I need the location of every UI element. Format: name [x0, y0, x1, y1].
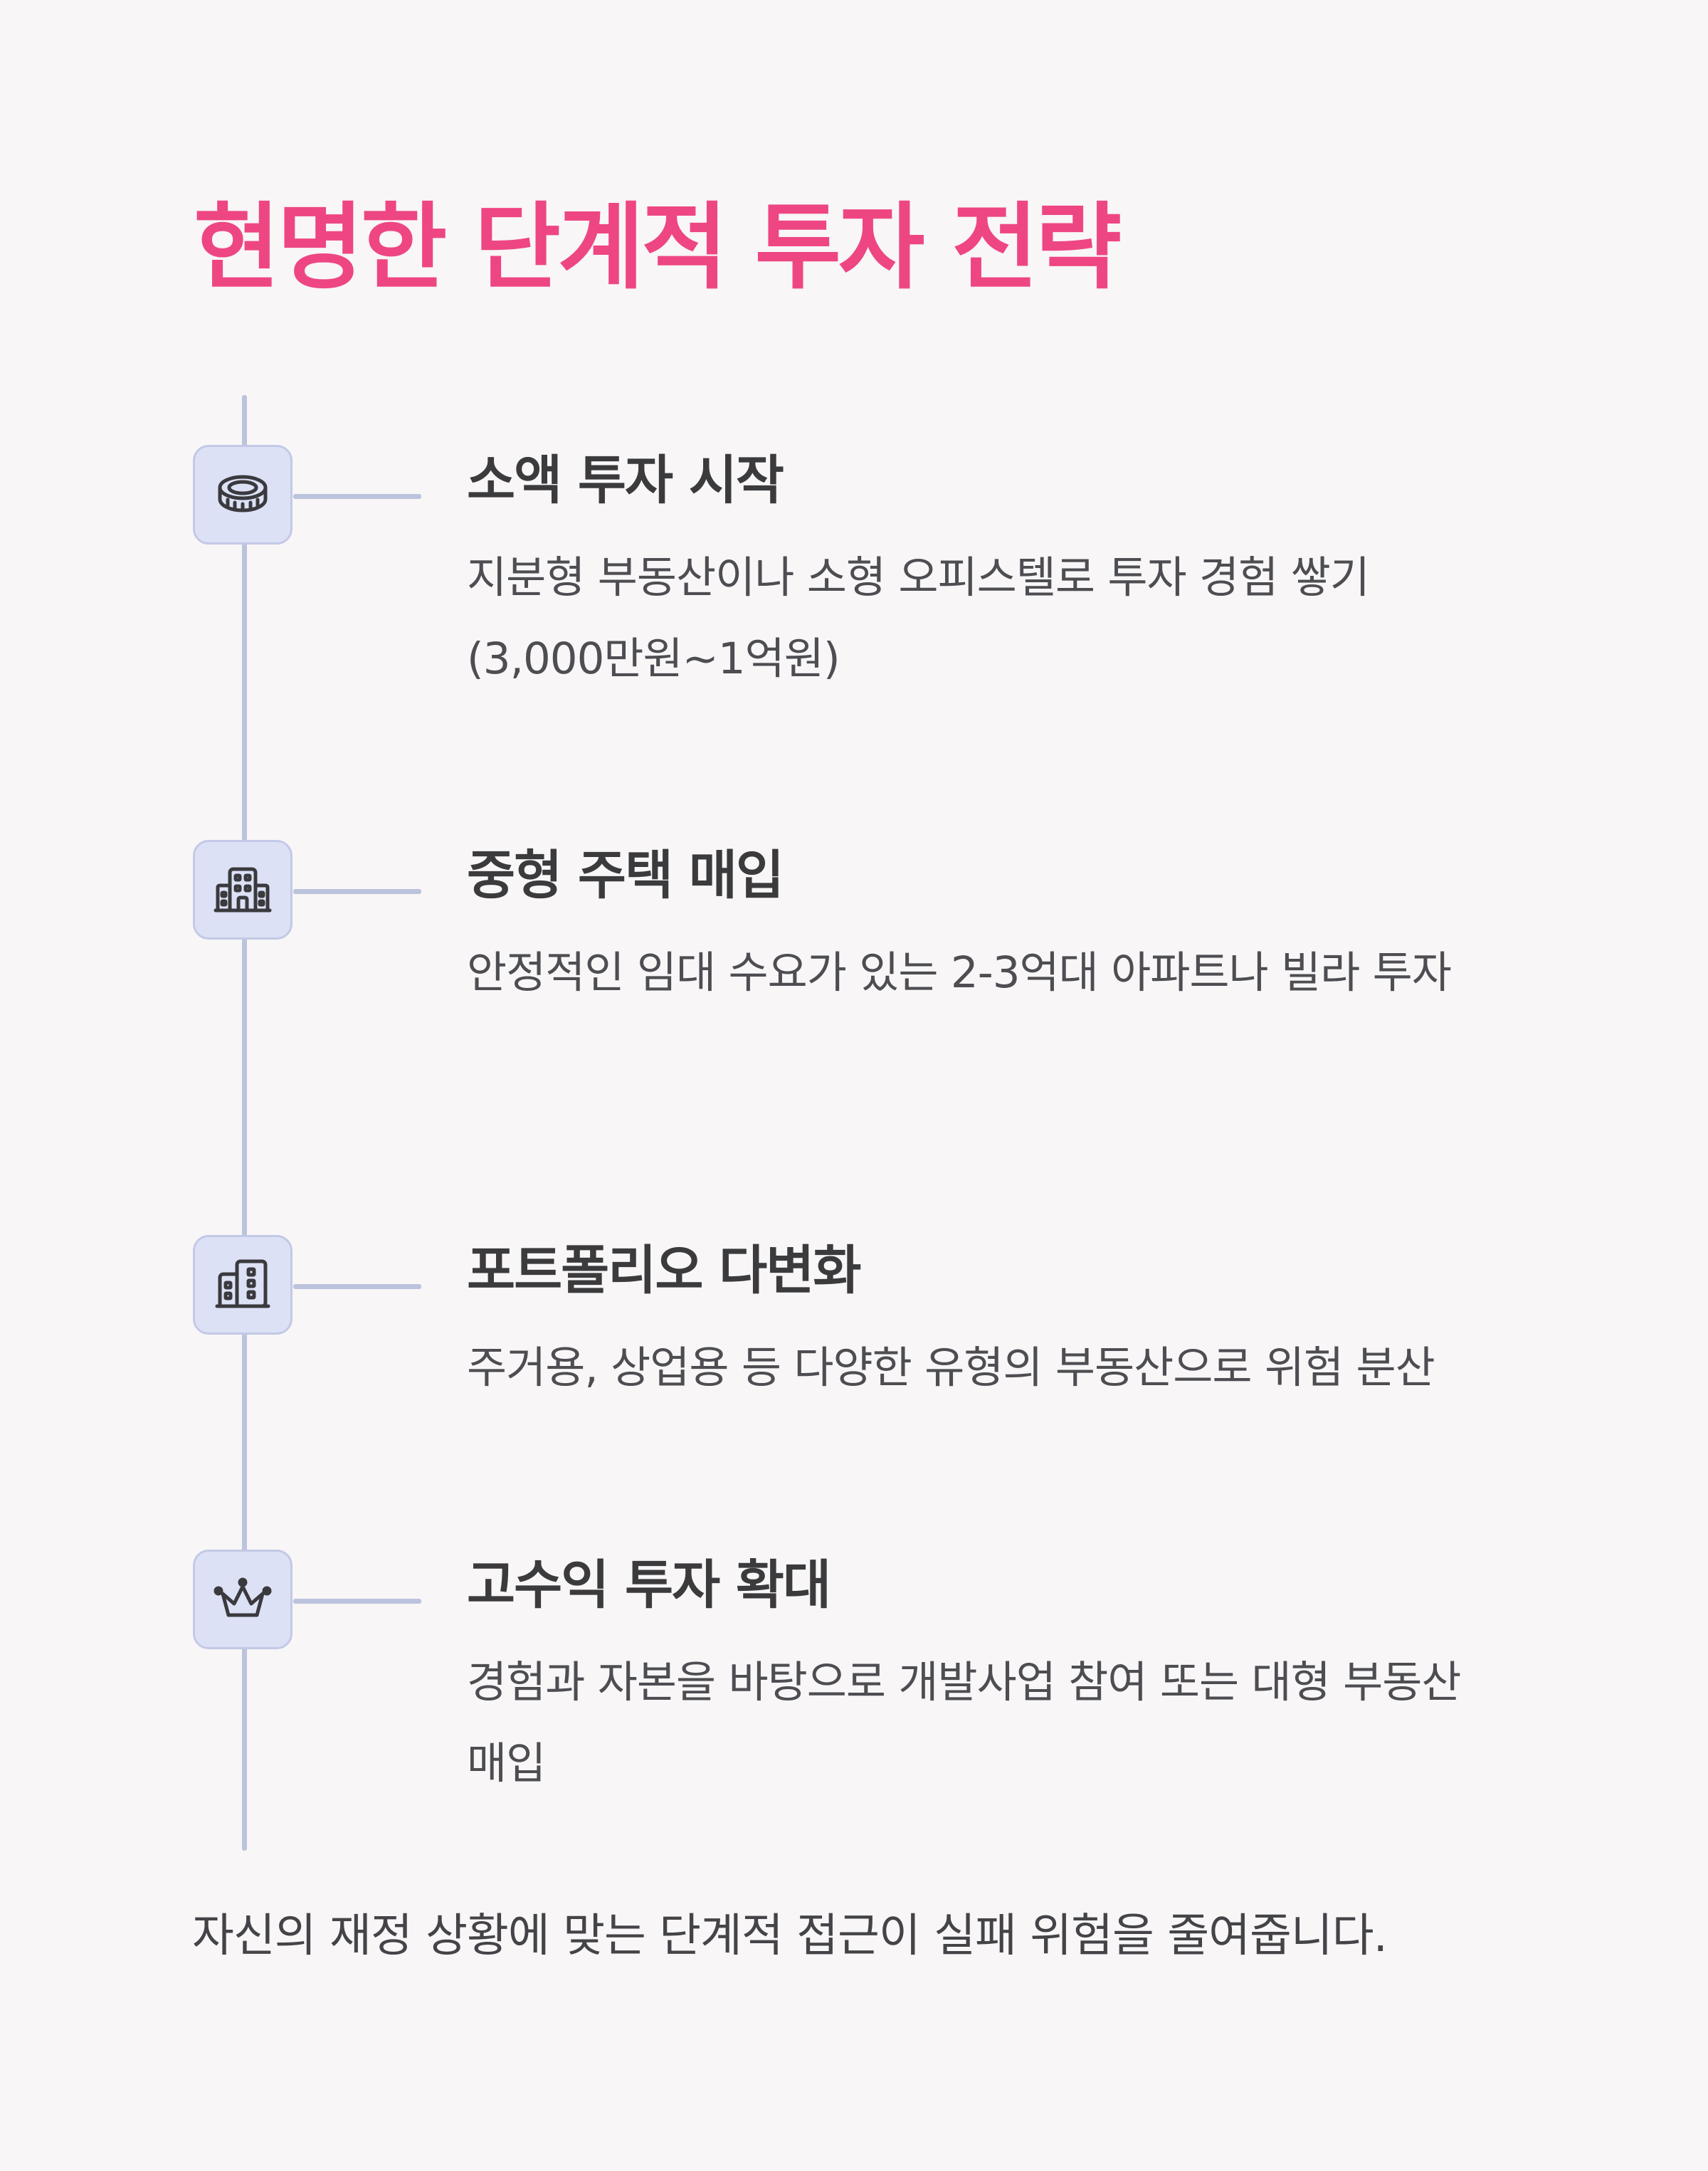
step-description: 주거용, 상업용 등 다양한 유형의 부동산으로 위험 분산 [467, 1342, 1435, 1393]
step-icon-box [193, 445, 292, 545]
timeline-connector [293, 494, 421, 499]
footer-note: 자신의 재정 상황에 맞는 단계적 접근이 실패 위험을 줄여줍니다. [192, 1910, 1388, 1962]
step-heading: 고수익 투자 확대 [467, 1555, 831, 1616]
timeline-connector [293, 1599, 421, 1604]
step-heading: 중형 주택 매입 [467, 845, 784, 906]
step-description: 경험과 자본을 바탕으로 개발사업 참여 또는 대형 부동산 매입 [467, 1657, 1462, 1789]
step-icon-box [193, 1235, 292, 1335]
step-heading: 소액 투자 시작 [467, 450, 784, 511]
timeline-line [242, 395, 247, 1851]
timeline-connector [293, 889, 421, 894]
coin-icon [218, 475, 268, 512]
crown-icon [214, 1577, 272, 1617]
step-description: 안정적인 임대 수요가 있는 2-3억대 아파트나 빌라 투자 [467, 947, 1452, 998]
building-icon [214, 867, 272, 913]
step-heading: 포트폴리오 다변화 [467, 1240, 861, 1301]
step-description: 지분형 부동산이나 소형 오피스텔로 투자 경험 쌓기 (3,000만원~1억원… [467, 552, 1370, 684]
step-icon-box [193, 1550, 292, 1649]
page-title: 현명한 단계적 투자 전략 [194, 193, 1122, 303]
step-icon-box [193, 840, 292, 940]
buildings-icon [215, 1259, 270, 1308]
timeline-connector [293, 1284, 421, 1289]
